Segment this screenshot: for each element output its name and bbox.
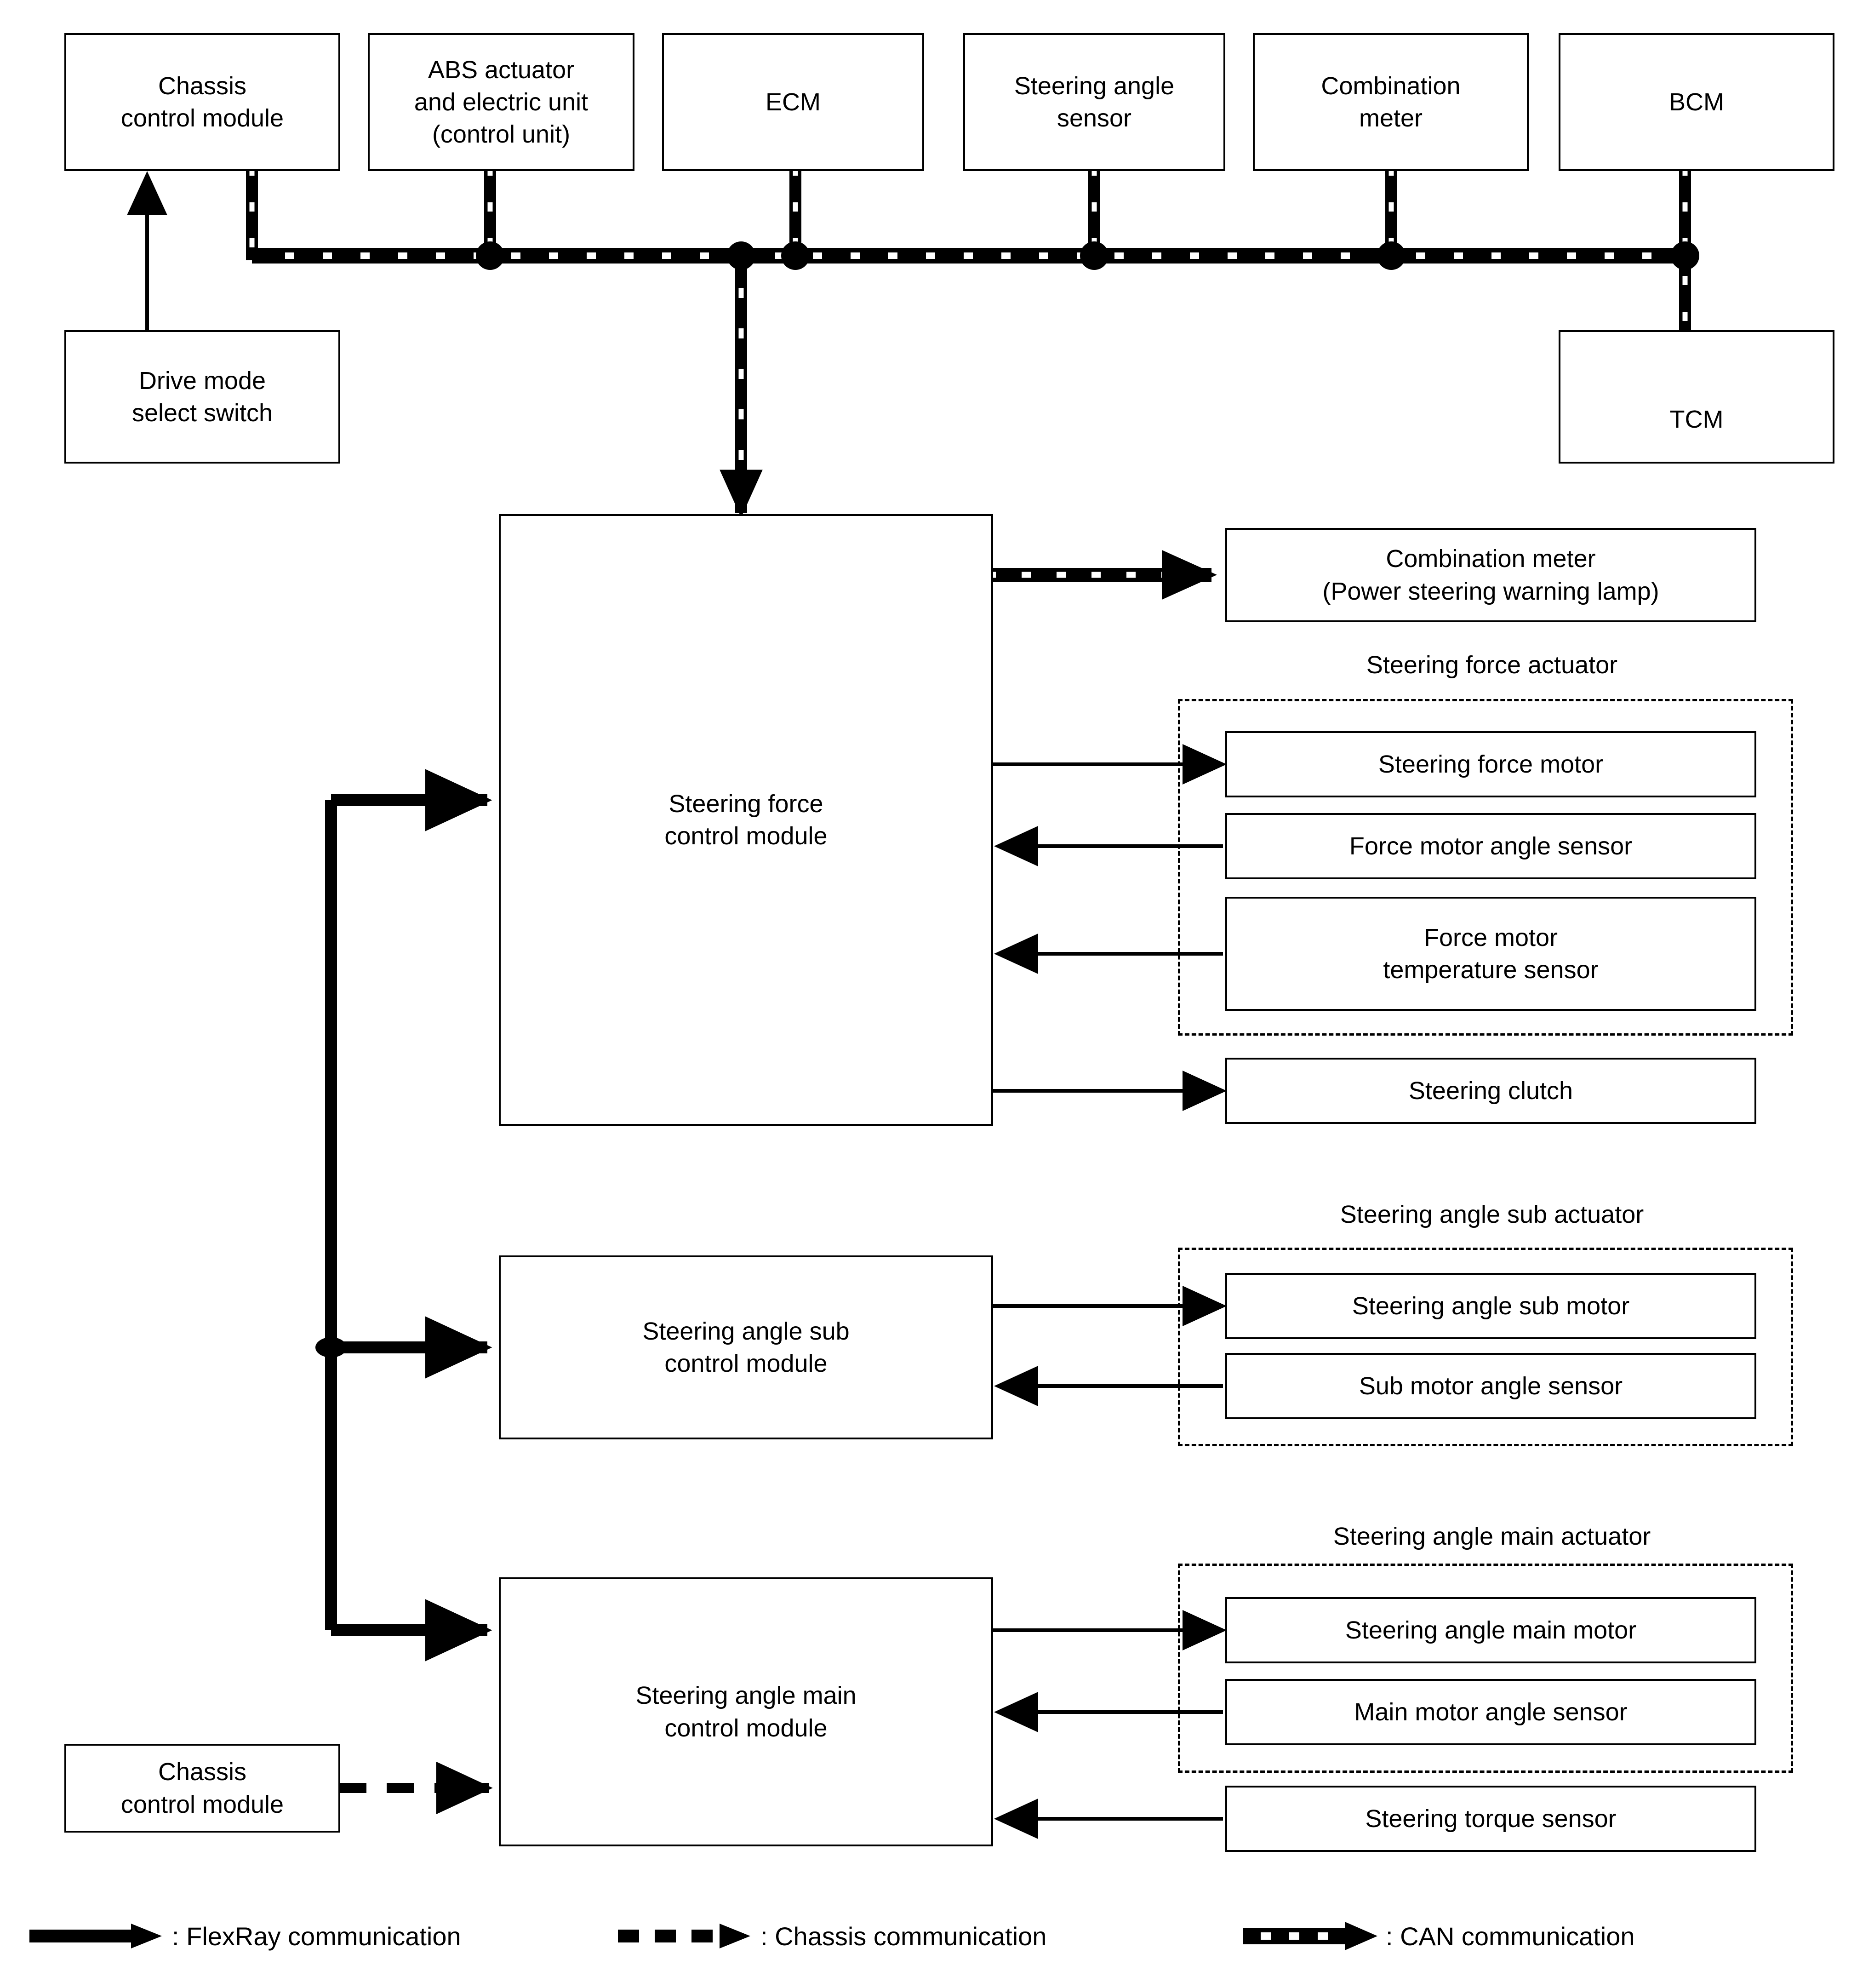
can-node-dot — [781, 241, 810, 270]
can-dashed-bar-arrow-icon — [1243, 1922, 1377, 1950]
legend: : FlexRay communication : Chassis commun… — [0, 1908, 1857, 1964]
flexray-node-dot — [315, 1337, 347, 1358]
legend-item-flexray: : FlexRay communication — [28, 1908, 461, 1964]
dashed-thick-arrow-icon — [618, 1924, 750, 1948]
group-label-steering-angle-main-actuator: Steering angle main actuator — [1333, 1523, 1651, 1550]
node-combination-meter-warning-lamp[interactable]: Combination meter (Power steering warnin… — [1225, 528, 1756, 622]
node-steering-angle-main-motor[interactable]: Steering angle main motor — [1225, 1597, 1756, 1663]
node-tcm[interactable]: TCM — [1559, 330, 1834, 464]
node-abs-actuator[interactable]: ABS actuator and electric unit (control … — [368, 33, 634, 171]
group-label-steering-force-actuator: Steering force actuator — [1366, 651, 1618, 679]
node-combination-meter-top[interactable]: Combination meter — [1253, 33, 1529, 171]
node-ecm[interactable]: ECM — [662, 33, 924, 171]
can-node-dot — [727, 241, 755, 270]
node-steering-angle-sensor[interactable]: Steering angle sensor — [963, 33, 1225, 171]
node-sub-motor-angle-sensor[interactable]: Sub motor angle sensor — [1225, 1353, 1756, 1419]
can-node-dot — [1671, 241, 1699, 270]
node-steering-clutch[interactable]: Steering clutch — [1225, 1058, 1756, 1124]
group-steering-angle-sub-actuator — [1178, 1248, 1793, 1446]
node-steering-angle-sub-control-module[interactable]: Steering angle sub control module — [499, 1255, 993, 1439]
node-steering-force-motor[interactable]: Steering force motor — [1225, 731, 1756, 797]
solid-thick-arrow-icon — [29, 1924, 162, 1948]
node-steering-torque-sensor[interactable]: Steering torque sensor — [1225, 1786, 1756, 1852]
node-drive-mode-select-switch[interactable]: Drive mode select switch — [64, 330, 340, 464]
node-chassis-control-module-bottom[interactable]: Chassis control module — [64, 1744, 340, 1833]
group-steering-force-actuator — [1178, 699, 1793, 1036]
node-force-motor-temperature-sensor[interactable]: Force motor temperature sensor — [1225, 897, 1756, 1011]
node-chassis-control-module-top[interactable]: Chassis control module — [64, 33, 340, 171]
node-steering-force-control-module[interactable]: Steering force control module — [499, 514, 993, 1126]
node-main-motor-angle-sensor[interactable]: Main motor angle sensor — [1225, 1679, 1756, 1745]
legend-item-can: : CAN communication — [1241, 1908, 1635, 1964]
node-force-motor-angle-sensor[interactable]: Force motor angle sensor — [1225, 813, 1756, 879]
node-steering-angle-sub-motor[interactable]: Steering angle sub motor — [1225, 1273, 1756, 1339]
node-steering-angle-main-control-module[interactable]: Steering angle main control module — [499, 1577, 993, 1846]
can-node-dot — [1080, 241, 1108, 270]
node-bcm[interactable]: BCM — [1559, 33, 1834, 171]
legend-label-flexray: : FlexRay communication — [172, 1921, 461, 1951]
can-node-dot — [1377, 241, 1406, 270]
legend-item-chassis: : Chassis communication — [616, 1908, 1046, 1964]
group-label-steering-angle-sub-actuator: Steering angle sub actuator — [1340, 1201, 1644, 1228]
legend-label-chassis: : Chassis communication — [760, 1921, 1047, 1951]
group-steering-angle-main-actuator — [1178, 1564, 1793, 1773]
legend-label-can: : CAN communication — [1386, 1921, 1635, 1951]
can-node-dot — [476, 241, 504, 270]
flexray-bus — [315, 769, 492, 1661]
